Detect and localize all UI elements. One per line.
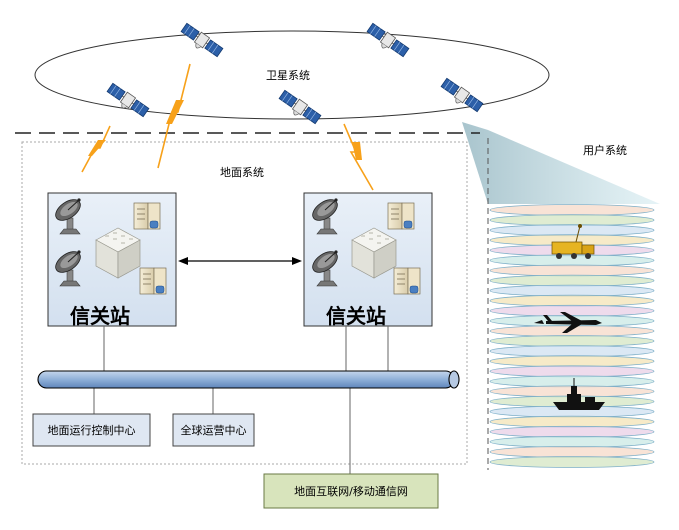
satellite-icon: [364, 21, 410, 61]
user-layer-disc: [489, 456, 655, 468]
internet-network-label: 地面互联网/移动通信网: [294, 485, 408, 498]
server-icon: [387, 202, 415, 230]
satellite-icon: [178, 21, 224, 61]
server-icon: [393, 267, 421, 295]
network-bus: [37, 370, 460, 389]
user-system-label: 用户系统: [583, 144, 627, 157]
connector-line: [93, 326, 389, 474]
satellite-icon: [276, 88, 322, 128]
user-layer-disc: [489, 365, 655, 378]
user-layer-disc: [489, 304, 655, 317]
gateway-label: 信关站: [70, 304, 130, 328]
airplane-icon: [534, 312, 602, 333]
user-layer-disc: [489, 294, 655, 307]
server-icon: [139, 267, 167, 295]
user-layer-disc: [489, 415, 655, 428]
ground-system-region: [21, 141, 468, 465]
user-layer-disc: [489, 375, 655, 388]
ship-icon: [553, 378, 605, 410]
truck-icon: [551, 224, 595, 259]
user-layer-disc: [489, 445, 655, 458]
user-layer-disc: [489, 214, 655, 227]
gateway-link-arrow: [178, 257, 302, 265]
global-ops-box: [172, 413, 255, 447]
internet-network-box: [263, 473, 439, 509]
user-layer-disc: [489, 204, 655, 216]
user-layer-disc: [489, 274, 655, 287]
user-layer-disc: [489, 355, 655, 368]
ground-system-label: 地面系统: [220, 166, 264, 179]
user-beam: [462, 122, 660, 204]
satellite-system-label: 卫星系统: [266, 69, 310, 82]
user-layer-disc: [489, 335, 655, 347]
ground-ops-control-label: 地面运行控制中心: [47, 424, 136, 437]
user-layer-disc: [489, 284, 655, 297]
ground-ops-control-box: [32, 413, 151, 447]
satellite-orbit: [34, 30, 550, 120]
global-ops-label: 全球运营中心: [180, 424, 247, 437]
gateway-label: 信关站: [326, 304, 386, 328]
user-layer-disc: [489, 425, 655, 438]
user-layer-disc: [489, 435, 655, 448]
server-icon: [133, 202, 161, 230]
user-layer-disc: [489, 264, 655, 277]
user-layer-disc: [489, 224, 655, 237]
user-layer-disc: [489, 345, 655, 358]
satellite-icon: [438, 76, 484, 116]
lightning-icon: [88, 100, 362, 160]
satellite-icon: [104, 81, 150, 121]
